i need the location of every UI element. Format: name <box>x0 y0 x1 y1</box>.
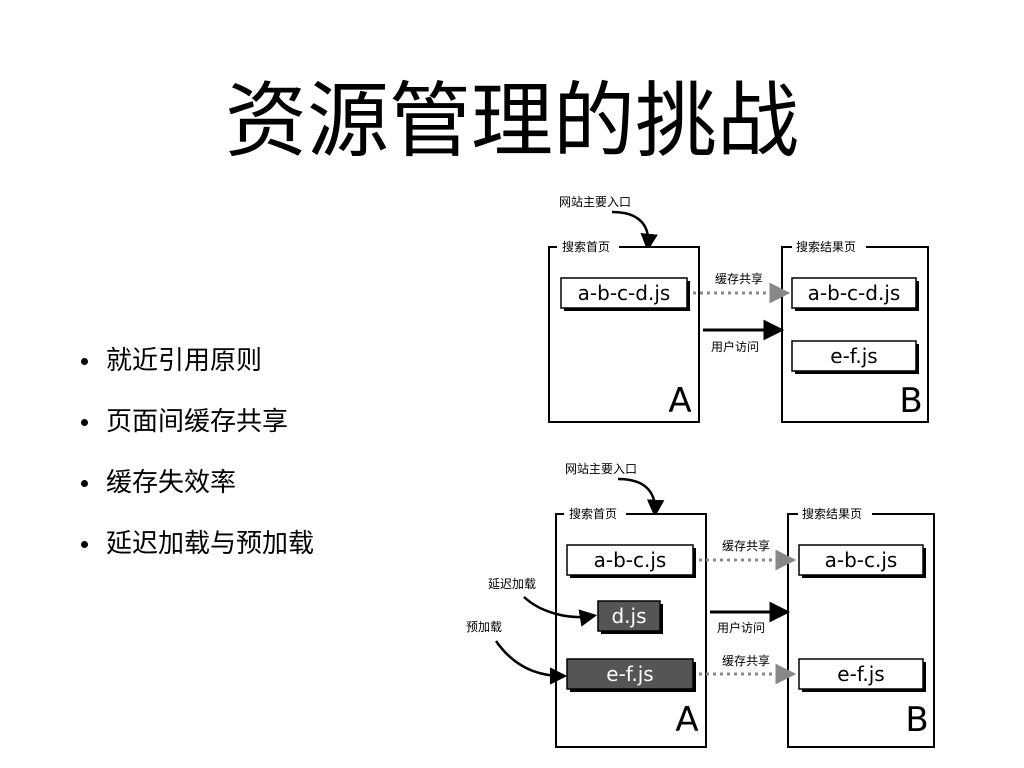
page-frame <box>548 246 700 423</box>
page-frame <box>781 246 929 423</box>
page-title-bg <box>564 507 626 521</box>
cache-share-label: 缓存共享 <box>715 271 763 286</box>
file-name: d.js <box>611 604 646 628</box>
entry-arrow <box>611 210 658 252</box>
slide-title: 资源管理的挑战 <box>224 74 799 169</box>
page-letter: A <box>675 700 698 740</box>
preload-arrow <box>494 640 568 685</box>
file-name: a-b-c.js <box>825 548 898 572</box>
bullet-item: 缓存失效率 <box>78 460 314 521</box>
entry-label: 网站主要入口 <box>559 195 631 209</box>
lazy-file-box <box>597 600 661 632</box>
diagram-bottom: 网站主要入口 搜索首页 a-b-c.js d.js e-f.js A <box>466 462 935 748</box>
page-a: 搜索首页 a-b-c-d.js A <box>548 239 700 423</box>
page-title-bg <box>798 507 872 521</box>
file-box <box>798 544 924 576</box>
page-title: 搜索结果页 <box>802 506 862 521</box>
lazy-load-label: 延迟加载 <box>488 577 536 591</box>
diagram-top: 网站主要入口 搜索首页 a-b-c-d.js A 搜索结果页 a-b-c-d.j… <box>548 195 929 423</box>
user-visit-label: 用户访问 <box>711 339 759 354</box>
file-box <box>791 277 917 309</box>
page-letter: B <box>905 700 928 740</box>
lazy-load-arrow <box>523 596 598 627</box>
page-title-bg <box>557 240 619 254</box>
bullet-item: 页面间缓存共享 <box>78 399 314 460</box>
entry-arrow <box>617 477 665 518</box>
entry-label: 网站主要入口 <box>565 462 637 476</box>
page-title: 搜索结果页 <box>796 239 856 254</box>
cache-share-label: 缓存共享 <box>722 538 770 553</box>
page-letter: A <box>668 381 691 421</box>
bullet-list: 就近引用原则 页面间缓存共享 缓存失效率 延迟加载与预加载 <box>78 338 314 582</box>
user-visit-label: 用户访问 <box>717 620 765 635</box>
page-title: 搜索首页 <box>562 239 610 254</box>
bullet-item: 就近引用原则 <box>78 338 314 399</box>
file-box <box>560 277 688 309</box>
cache-share-label: 缓存共享 <box>722 653 770 668</box>
file-name: a-b-c-d.js <box>808 281 901 305</box>
file-name: e-f.js <box>837 662 884 686</box>
bullet-item: 延迟加载与预加载 <box>78 521 314 582</box>
page-a: 搜索首页 a-b-c.js d.js e-f.js A <box>555 506 707 748</box>
file-box <box>798 658 924 690</box>
page-title-bg <box>792 240 866 254</box>
file-name: e-f.js <box>830 344 877 368</box>
file-name: a-b-c.js <box>594 548 667 572</box>
page-title: 搜索首页 <box>569 506 617 521</box>
page-b: 搜索结果页 a-b-c-d.js e-f.js B <box>781 239 929 423</box>
file-box <box>791 340 917 372</box>
file-box <box>566 544 694 576</box>
preload-label: 预加载 <box>466 620 502 634</box>
file-name: a-b-c-d.js <box>578 281 671 305</box>
file-name: e-f.js <box>606 662 653 686</box>
page-b: 搜索结果页 a-b-c.js e-f.js B <box>787 506 935 748</box>
page-letter: B <box>899 381 922 421</box>
preload-file-box <box>566 658 694 690</box>
